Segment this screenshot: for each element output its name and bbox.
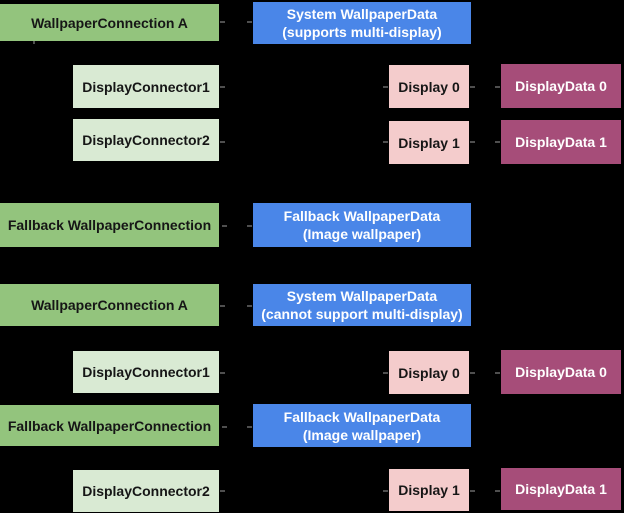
node-fallback-connection-1: Fallback WallpaperConnection: [0, 203, 219, 247]
connector-stub: [470, 372, 475, 374]
connector-stub: [383, 141, 388, 143]
node-display-connector2-1: DisplayConnector2: [73, 119, 219, 161]
node-display-data-1-1: DisplayData 1: [501, 120, 621, 164]
connector-stub: [495, 86, 500, 88]
node-system-wallpaperdata-1: System WallpaperData (supports multi-dis…: [253, 2, 471, 44]
node-fallback-connection-2: Fallback WallpaperConnection: [0, 405, 219, 446]
connector-stub: [247, 426, 252, 428]
connector-stub: [247, 225, 252, 227]
connector-stub: [33, 41, 35, 44]
connector-stub: [220, 490, 225, 492]
node-display-data-1-2: DisplayData 1: [501, 468, 621, 510]
connector-stub: [222, 426, 227, 428]
connector-stub: [220, 86, 225, 88]
connector-stub: [220, 372, 225, 374]
connector-stub: [383, 86, 388, 88]
node-fallback-wallpaperdata-2: Fallback WallpaperData (Image wallpaper): [253, 404, 471, 447]
node-display-1-2: Display 1: [389, 469, 469, 511]
node-system-wallpaperdata-2: System WallpaperData (cannot support mul…: [253, 284, 471, 326]
node-wallpaper-connection-a-2: WallpaperConnection A: [0, 284, 219, 326]
node-display-connector1-1: DisplayConnector1: [73, 65, 219, 108]
connector-stub: [220, 305, 225, 307]
node-display-0-1: Display 0: [389, 65, 469, 108]
connector-stub: [222, 225, 227, 227]
node-display-0-2: Display 0: [389, 351, 469, 394]
connector-stub: [470, 490, 475, 492]
connector-stub: [383, 372, 388, 374]
connector-stub: [495, 141, 500, 143]
node-fallback-wallpaperdata-1: Fallback WallpaperData (Image wallpaper): [253, 203, 471, 247]
connector-stub: [383, 490, 388, 492]
connector-stub: [470, 86, 475, 88]
node-display-data-0-1: DisplayData 0: [501, 64, 621, 108]
node-display-data-0-2: DisplayData 0: [501, 350, 621, 394]
connector-stub: [247, 305, 252, 307]
connector-stub: [495, 372, 500, 374]
connector-stub: [495, 490, 500, 492]
connector-stub: [247, 21, 252, 23]
node-display-connector1-2: DisplayConnector1: [73, 351, 219, 393]
connector-stub: [220, 21, 225, 23]
node-display-1-1: Display 1: [389, 121, 469, 164]
connector-stub: [470, 141, 475, 143]
connector-stub: [220, 141, 225, 143]
node-display-connector2-2: DisplayConnector2: [73, 470, 219, 512]
node-wallpaper-connection-a-1: WallpaperConnection A: [0, 4, 219, 41]
